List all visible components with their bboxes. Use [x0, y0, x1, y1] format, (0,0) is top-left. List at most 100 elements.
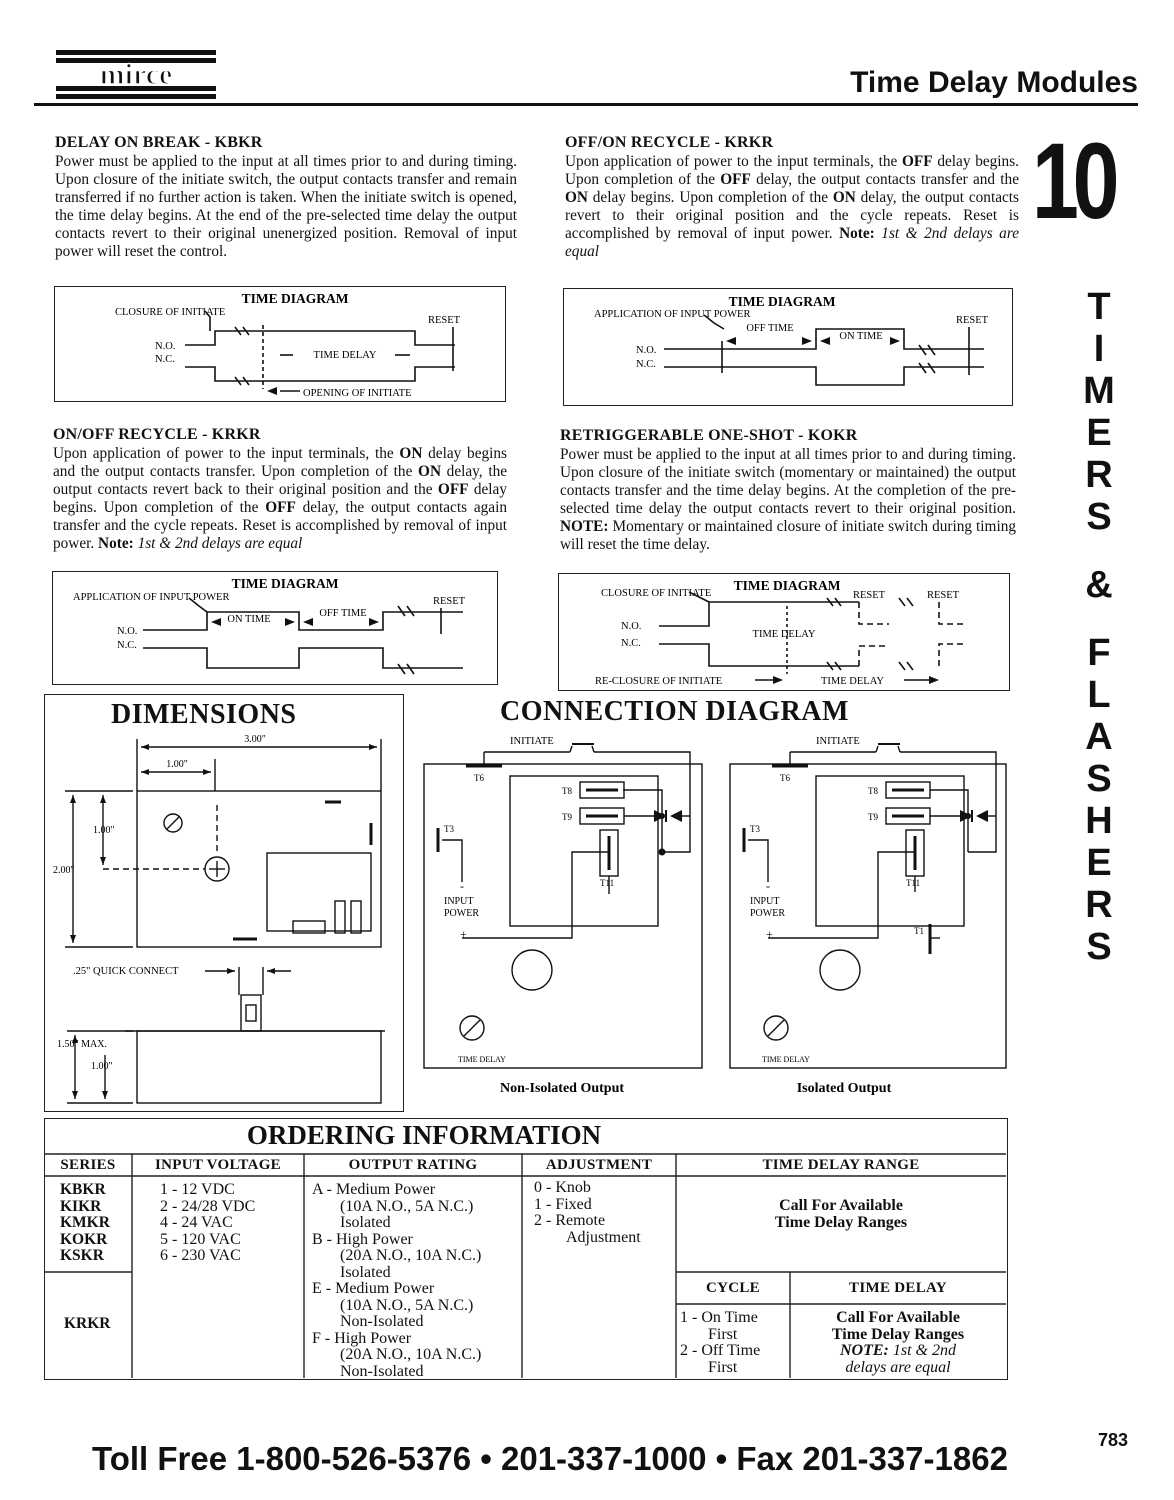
application-label: APPLICATION OF INPUT POWER — [594, 309, 750, 320]
adjustment-item: 1 - Fixed — [534, 1195, 592, 1213]
vertical-letter: E — [1086, 842, 1112, 884]
krkr-time-delay-line: Time Delay Ranges — [831, 1325, 965, 1343]
nc-label: N.C. — [636, 359, 656, 370]
initiate-label: INITIATE — [510, 736, 554, 747]
note-label: NOTE: — [839, 1342, 893, 1359]
input-power-label: INPUT POWER — [750, 896, 785, 919]
diagram-title: TIME DIAGRAM — [242, 291, 349, 306]
reset-label-1: RESET — [853, 590, 886, 601]
text-run: delay, the output contacts revert to the… — [565, 189, 1019, 242]
output-rating-line: E - Medium Power — [312, 1280, 435, 1297]
time-diagram-kbkr: TIME DIAGRAM CLOSURE OF INITIATE N.O. N.… — [54, 286, 506, 402]
no-label: N.O. — [621, 621, 641, 632]
reset-label: RESET — [956, 315, 989, 326]
section-kokr: RETRIGGERABLE ONE-SHOT - KOKR Power must… — [560, 427, 1016, 554]
output-rating-line: (10A N.O., 5A N.C.) — [340, 1197, 474, 1215]
section-title: ON/OFF RECYCLE - KRKR — [53, 426, 261, 443]
header-input-voltage: INPUT VOLTAGE — [154, 1157, 281, 1173]
t11-label: T11 — [906, 878, 920, 888]
time-delay-knob-label: TIME DELAY — [762, 1055, 810, 1064]
text-run: Upon application of power to the input t… — [53, 445, 400, 462]
section-kbkr: DELAY ON BREAK - KBKR Power must be appl… — [55, 134, 517, 261]
output-rating-line: Non-Isolated — [340, 1313, 424, 1330]
connection-non-isolated: INITIATE T6 T8 T9 T3 T11 - INPUT POWER +… — [422, 732, 712, 1107]
cycle-line: 2 - Off Time — [680, 1342, 761, 1359]
t8-label: T8 — [868, 786, 878, 796]
text-run: NOTE: — [560, 518, 609, 535]
section-body: Upon application of power to the input t… — [565, 153, 1019, 261]
time-diagram-kokr: TIME DIAGRAM CLOSURE OF INITIATE N.O. N.… — [558, 573, 1010, 691]
connection-title: CONNECTION DIAGRAM — [500, 696, 849, 727]
width-label: 3.00" — [244, 734, 266, 745]
initiate-label: INITIATE — [816, 736, 860, 747]
text-run: delay begins. Upon completion of the — [53, 481, 507, 516]
off-time-label: OFF TIME — [319, 608, 366, 619]
quick-connect-label: .25" QUICK CONNECT — [73, 966, 179, 977]
text-run: 1st & 2nd delays are equal — [137, 535, 303, 552]
output-rating-line: Isolated — [340, 1263, 391, 1281]
section-body: Power must be applied to the input at al… — [560, 446, 1016, 554]
diagram-title: TIME DIAGRAM — [232, 576, 339, 591]
series-item: KIKR — [60, 1197, 102, 1215]
t6-label: T6 — [780, 773, 790, 783]
input-voltage-item: 2 - 24/28 VDC — [160, 1197, 256, 1215]
header-adjustment: ADJUSTMENT — [545, 1157, 653, 1173]
t8-label: T8 — [562, 786, 572, 796]
company-logo: mirce — [56, 48, 218, 105]
off-time-label: OFF TIME — [746, 323, 793, 334]
series-item: KBKR — [60, 1181, 106, 1198]
ordering-grid: ORDERING INFORMATION SERIES INPUT VOLTAG… — [44, 1118, 1008, 1380]
text-run: OFF — [902, 153, 933, 170]
cycle-line: First — [708, 1325, 738, 1343]
input-voltage-item: 6 - 230 VAC — [160, 1247, 241, 1264]
no-label: N.O. — [117, 626, 137, 637]
diagram-title: TIME DIAGRAM — [729, 294, 836, 309]
vertical-letter: E — [1086, 412, 1112, 454]
ordering-table — [44, 1118, 1008, 1380]
series-item: KMKR — [60, 1214, 110, 1231]
logo-text: mirce — [100, 58, 173, 91]
time-diagram-krkr-onoff: TIME DIAGRAM APPLICATION OF INPUT POWER … — [52, 571, 498, 685]
t9-label: T9 — [868, 812, 878, 822]
section-body: Power must be applied to the input at al… — [55, 153, 517, 260]
header-time-delay: TIME DELAY — [849, 1280, 947, 1296]
time-delay-range-line: Call For Available — [779, 1197, 903, 1214]
series-item: KOKR — [60, 1230, 108, 1248]
time-diagram-krkr-offon: TIME DIAGRAM APPLICATION OF INPUT POWER … — [563, 288, 1013, 406]
text-run: delay begins and the output contacts tra… — [53, 445, 507, 480]
height-total-label: 2.00" — [53, 865, 75, 876]
vertical-letter: S — [1086, 926, 1112, 968]
no-label: N.O. — [636, 345, 656, 356]
dimensions-title: DIMENSIONS — [111, 699, 297, 730]
input-voltage-item: 4 - 24 VAC — [160, 1214, 233, 1231]
reset-label: RESET — [433, 596, 466, 607]
text-run: Upon application of power to the input t… — [565, 153, 903, 170]
height-upper-label: 1.00" — [93, 825, 115, 836]
logo-graphic: mirce — [56, 48, 218, 100]
text-run: Note: — [98, 535, 134, 552]
section-title: OFF/ON RECYCLE - KRKR — [565, 134, 774, 151]
adjustment-item: Adjustment — [566, 1228, 641, 1246]
section-body: Upon application of power to the input t… — [53, 445, 507, 553]
plus-sign: + — [766, 927, 773, 941]
text-run: ON — [418, 463, 441, 480]
header-rule — [34, 103, 1138, 106]
output-rating-line: Isolated — [340, 1214, 391, 1231]
time-delay-label: TIME DELAY — [753, 629, 816, 640]
connection-isolated: INITIATE T6 T8 T9 T3 T11 T1 - INPUT POWE… — [728, 732, 1018, 1107]
max-height-label: 1.50" MAX. — [57, 1039, 107, 1050]
output-rating-line: F - High Power — [312, 1329, 412, 1347]
output-rating-line: Non-Isolated — [340, 1362, 424, 1380]
text-run: Power must be applied to the input at al… — [560, 446, 1016, 517]
section-krkr-offon: OFF/ON RECYCLE - KRKR Upon application o… — [565, 134, 1019, 261]
cycle-line: 1 - On Time — [680, 1309, 758, 1326]
t9-label: T9 — [562, 812, 572, 822]
time-delay-knob-label: TIME DELAY — [458, 1055, 506, 1064]
text-run: delay begins. Upon completion of the — [587, 189, 833, 206]
vertical-letter: A — [1085, 716, 1113, 758]
caption-isolated: Isolated Output — [797, 1081, 892, 1096]
text-run: OFF — [720, 171, 751, 188]
nc-label: N.C. — [117, 640, 137, 651]
header-time-delay-range: TIME DELAY RANGE — [762, 1157, 920, 1173]
